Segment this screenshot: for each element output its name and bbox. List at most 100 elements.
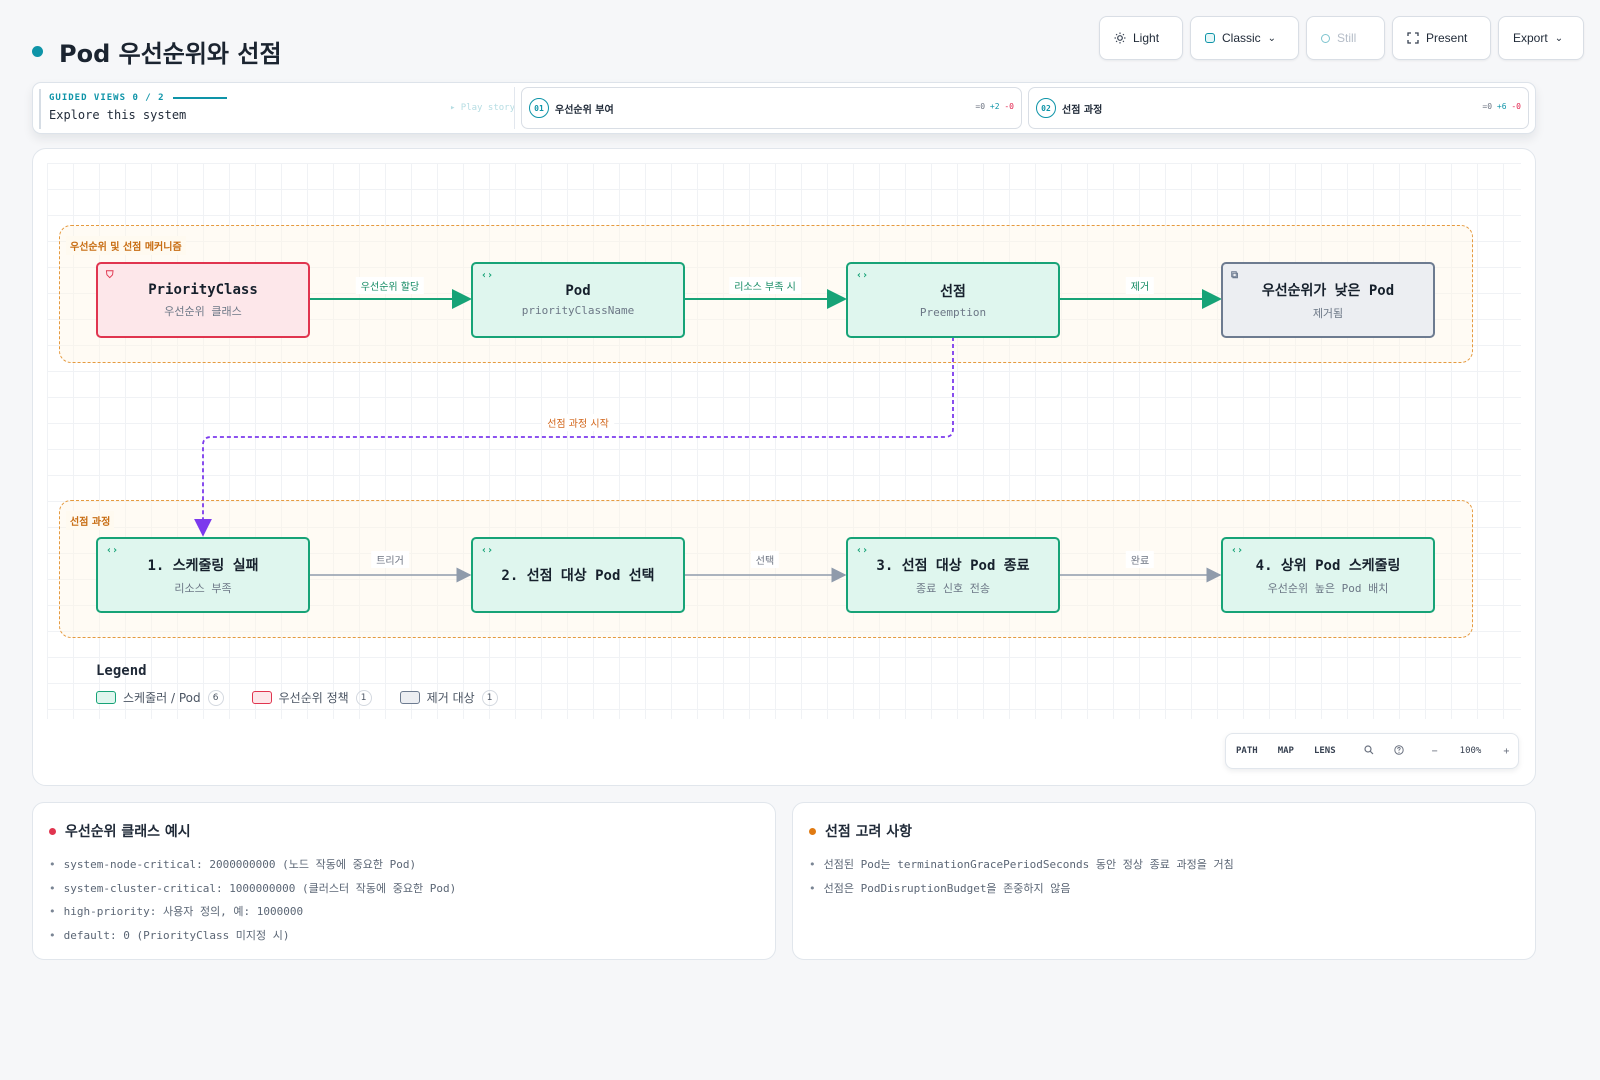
delta-equal: =0 bbox=[1482, 102, 1493, 111]
legend-item-removal-target[interactable]: 제거 대상 1 bbox=[399, 689, 498, 706]
panel-title: 우선순위 클래스 예시 bbox=[65, 824, 191, 840]
classic-style-dropdown[interactable]: Classic ⌄ bbox=[1190, 16, 1299, 60]
node-title: 선점 bbox=[940, 284, 966, 300]
legend-title: Legend bbox=[96, 663, 147, 679]
title-dot bbox=[32, 46, 43, 57]
map-mode-button[interactable]: MAP bbox=[1277, 746, 1294, 756]
node-low-priority-pod[interactable]: ⧉ 우선순위가 낮은 Pod 제거됨 bbox=[1221, 262, 1435, 338]
search-icon[interactable] bbox=[1354, 744, 1384, 758]
node-step-4[interactable]: ‹› 4. 상위 Pod 스케줄링 우선순위 높은 Pod 배치 bbox=[1221, 537, 1435, 613]
delta-plus: +2 bbox=[989, 102, 1000, 111]
node-subtitle: 우선순위 높은 Pod 배치 bbox=[1267, 581, 1389, 595]
panel-dot bbox=[809, 827, 816, 835]
node-priorityclass[interactable]: ⛉ PriorityClass 우선순위 클래스 bbox=[96, 262, 310, 338]
progress-line bbox=[172, 97, 227, 99]
node-subtitle: 종료 신호 전송 bbox=[916, 581, 990, 595]
delta-equal: =0 bbox=[975, 102, 986, 111]
edge-label-done: 완료 bbox=[1125, 551, 1155, 568]
panel-header: 우선순위 클래스 예시 bbox=[49, 821, 759, 841]
zoom-out-button[interactable]: − bbox=[1431, 745, 1438, 757]
page-title: Pod 우선순위와 선점 bbox=[59, 40, 282, 68]
step-number: 02 bbox=[1036, 98, 1056, 118]
still-toggle-button[interactable]: Still bbox=[1306, 16, 1385, 60]
legend-item-scheduler-pod[interactable]: 스케줄러 / Pod 6 bbox=[96, 689, 224, 706]
step-label: 우선순위 부여 bbox=[555, 104, 614, 116]
present-label: Present bbox=[1426, 31, 1468, 45]
node-title: 3. 선점 대상 Pod 종료 bbox=[876, 557, 1030, 574]
panel-preemption-considerations: 선점 고려 사항 선점된 Pod는 terminationGracePeriod… bbox=[792, 802, 1536, 960]
circle-icon bbox=[1321, 33, 1330, 43]
edge-label-start: 선점 과정 시작 bbox=[542, 414, 614, 431]
panel-priority-class-examples: 우선순위 클래스 예시 system-node-critical: 200000… bbox=[32, 802, 776, 960]
diagram: 우선순위 및 선점 메커니즘 선점 과정 bbox=[33, 149, 1537, 787]
chevron-down-icon: ⌄ bbox=[1267, 32, 1277, 44]
legend-count: 1 bbox=[481, 689, 498, 706]
node-step-1[interactable]: ‹› 1. 스케줄링 실패 리소스 부족 bbox=[96, 537, 310, 613]
path-mode-button[interactable]: PATH bbox=[1236, 746, 1258, 756]
help-icon[interactable] bbox=[1384, 744, 1414, 758]
node-subtitle: 리소스 부족 bbox=[174, 581, 232, 595]
lens-mode-button[interactable]: LENS bbox=[1313, 746, 1336, 756]
edge-label-select: 선택 bbox=[750, 551, 780, 568]
chevron-down-icon: ⌄ bbox=[1554, 32, 1564, 44]
delta-minus: -0 bbox=[1511, 102, 1521, 111]
delta-minus: -0 bbox=[1004, 102, 1014, 111]
toolbar: Light Classic ⌄ Still Present Export ⌄ bbox=[1099, 16, 1584, 60]
zoom-level: 100% bbox=[1459, 746, 1482, 756]
light-theme-button[interactable]: Light bbox=[1099, 16, 1183, 60]
legend-items: 스케줄러 / Pod 6 우선순위 정책 1 제거 대상 1 bbox=[96, 689, 498, 706]
guided-step-2[interactable]: 02 선점 과정 =0 +6 -0 bbox=[1028, 87, 1529, 129]
node-step-3[interactable]: ‹› 3. 선점 대상 Pod 종료 종료 신호 전송 bbox=[846, 537, 1060, 613]
node-title: Pod bbox=[565, 283, 591, 299]
legend-item-priority-policy[interactable]: 우선순위 정책 1 bbox=[251, 689, 372, 706]
list-item: high-priority: 사용자 정의, 예: 1000000 bbox=[49, 900, 759, 924]
legend: Legend 스케줄러 / Pod 6 우선순위 정책 1 제거 대상 bbox=[96, 663, 498, 706]
node-subtitle: 우선순위 클래스 bbox=[164, 304, 242, 318]
page-header: Pod 우선순위와 선점 bbox=[32, 34, 282, 69]
export-dropdown[interactable]: Export ⌄ bbox=[1498, 16, 1584, 60]
still-label: Still bbox=[1337, 31, 1357, 45]
delta-plus: +6 bbox=[1496, 102, 1507, 111]
node-preemption[interactable]: ‹› 선점 Preemption bbox=[846, 262, 1060, 338]
group-label: 선점 과정 bbox=[66, 511, 115, 530]
legend-count: 6 bbox=[207, 689, 224, 706]
legend-label: 스케줄러 / Pod bbox=[123, 691, 201, 705]
external-icon: ⧉ bbox=[1231, 270, 1239, 281]
node-pod[interactable]: ‹› Pod priorityClassName bbox=[471, 262, 685, 338]
guided-views-kicker: GUIDED VIEWS 0 / 2 bbox=[49, 93, 515, 103]
node-subtitle: 제거됨 bbox=[1312, 306, 1344, 320]
divider bbox=[514, 87, 515, 129]
panel-header: 선점 고려 사항 bbox=[809, 821, 1519, 841]
present-button[interactable]: Present bbox=[1392, 16, 1491, 60]
legend-swatch bbox=[399, 691, 420, 704]
guided-step-1[interactable]: 01 우선순위 부여 =0 +2 -0 bbox=[521, 87, 1022, 129]
step-delta: =0 +2 -0 bbox=[975, 102, 1014, 111]
node-subtitle: priorityClassName bbox=[521, 304, 635, 317]
code-icon: ‹› bbox=[1231, 545, 1244, 556]
light-label: Light bbox=[1133, 31, 1160, 45]
step-delta: =0 +6 -0 bbox=[1482, 102, 1521, 111]
code-icon: ‹› bbox=[856, 545, 869, 556]
canvas-grid bbox=[47, 163, 1521, 719]
node-title: 1. 스케줄링 실패 bbox=[147, 557, 259, 574]
legend-label: 제거 대상 bbox=[426, 691, 475, 705]
export-label: Export bbox=[1513, 31, 1548, 45]
code-icon: ‹› bbox=[856, 270, 869, 281]
guided-views-subtitle: Explore this system bbox=[49, 108, 187, 122]
diagram-canvas[interactable]: 우선순위 및 선점 메커니즘 선점 과정 bbox=[32, 148, 1536, 786]
edge-label-trigger: 트리거 bbox=[371, 551, 409, 568]
panel-dot bbox=[49, 827, 56, 835]
code-icon: ‹› bbox=[106, 545, 119, 556]
shield-icon: ⛉ bbox=[106, 270, 114, 281]
panel-list: system-node-critical: 2000000000 (노드 작동에… bbox=[49, 853, 759, 947]
zoom-in-button[interactable]: + bbox=[1503, 745, 1510, 757]
node-step-2[interactable]: ‹› 2. 선점 대상 Pod 선택 bbox=[471, 537, 685, 613]
code-icon: ‹› bbox=[481, 270, 494, 281]
group-label: 우선순위 및 선점 메커니즘 bbox=[66, 236, 186, 255]
play-story-button[interactable]: ▸ Play story bbox=[449, 103, 515, 113]
edge-label-remove: 제거 bbox=[1125, 277, 1155, 294]
panel-title: 선점 고려 사항 bbox=[825, 824, 913, 840]
legend-swatch bbox=[96, 691, 116, 704]
code-icon: ‹› bbox=[481, 545, 494, 556]
